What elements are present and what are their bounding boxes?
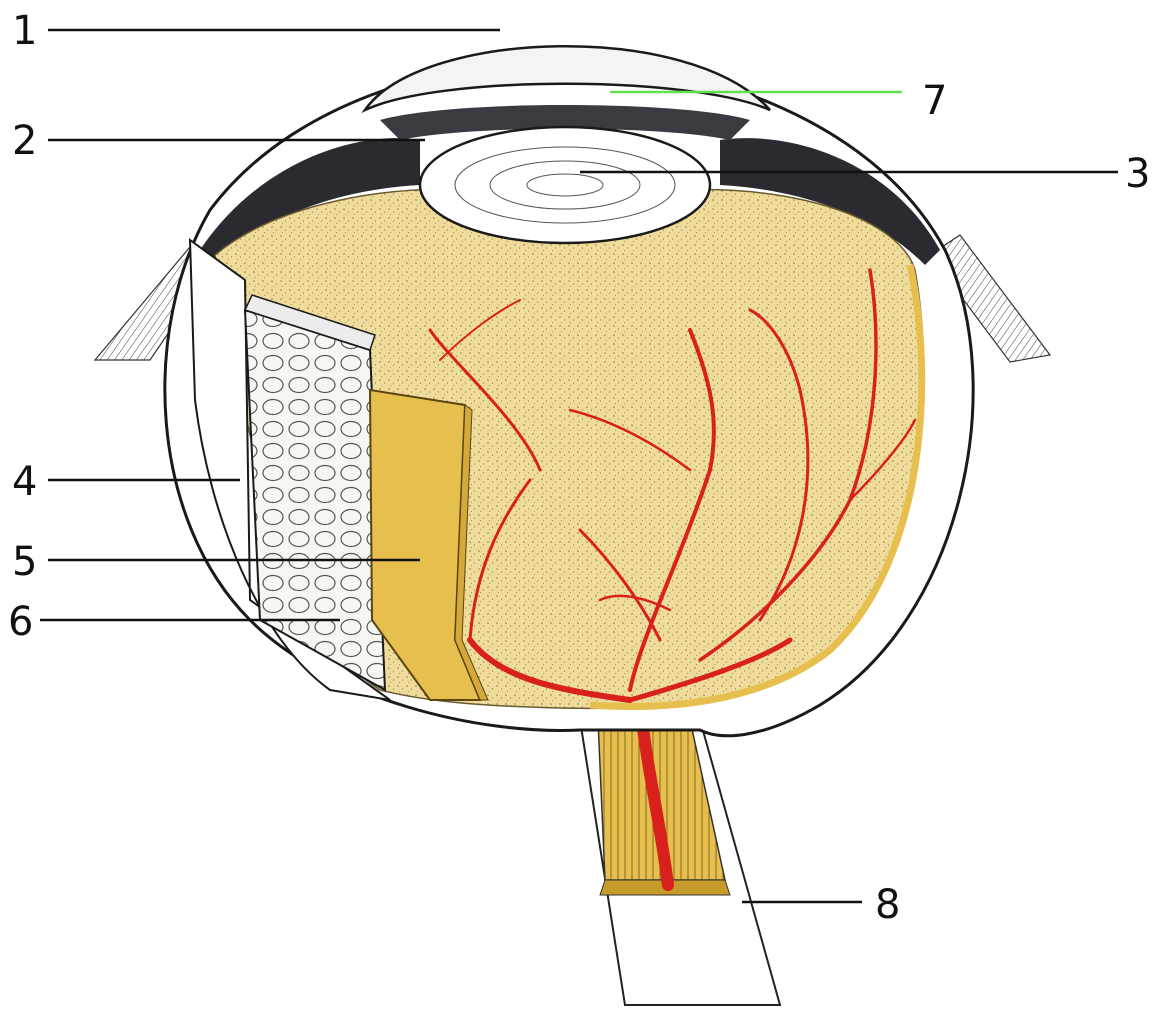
callout-label-1: 1 — [12, 8, 37, 54]
callout-label-5: 5 — [12, 539, 37, 585]
callout-label-7: 7 — [922, 78, 947, 124]
callout-label-3: 3 — [1125, 151, 1150, 197]
callout-label-8: 8 — [875, 882, 900, 928]
optic-nerve — [580, 700, 780, 1005]
callout-label-6: 6 — [8, 599, 33, 645]
callout-label-4: 4 — [12, 459, 37, 505]
callout-label-2: 2 — [12, 118, 37, 164]
lens — [420, 127, 710, 243]
